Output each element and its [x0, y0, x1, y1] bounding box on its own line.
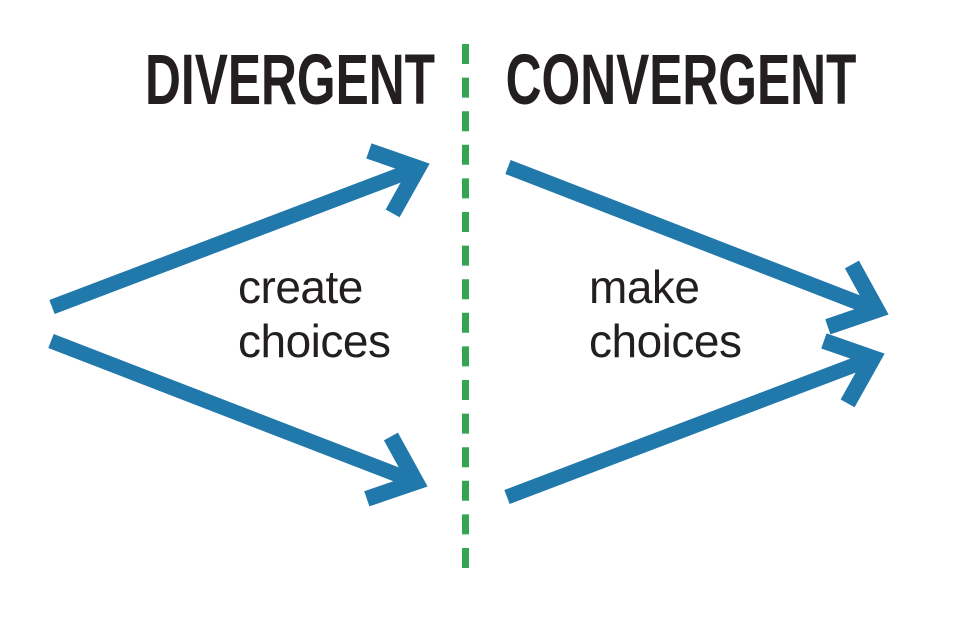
convergent-caption-line1: make [589, 261, 700, 313]
convergent-caption: make choices [589, 260, 742, 368]
divergent-caption-line1: create [238, 261, 363, 313]
divergent-top-arrowhead-icon [366, 143, 430, 218]
divergent-bottom-arrow-shaft [48, 334, 419, 489]
divergent-caption: create choices [238, 260, 391, 368]
convergent-title-text: CONVERGENT [505, 41, 857, 120]
divergent-bottom-arrow [48, 334, 428, 507]
divergent-title-text: DIVERGENT [145, 41, 435, 120]
divergent-bottom-arrowhead-icon [364, 432, 428, 507]
convergent-title: CONVERGENT [431, 45, 932, 116]
divergent-top-arrow [49, 143, 430, 315]
convergent-bottom-arrow-shaft [504, 350, 876, 505]
convergent-top-arrowhead-icon [825, 260, 889, 335]
convergent-bottom-arrowhead-icon [821, 333, 885, 408]
divergent-caption-line2: choices [238, 315, 391, 367]
convergent-bottom-arrow [504, 333, 885, 505]
convergent-caption-line2: choices [589, 315, 742, 367]
divergent-top-arrow-shaft [49, 160, 421, 315]
convergent-top-arrow [505, 160, 889, 335]
convergent-top-arrow-shaft [505, 160, 880, 317]
divergent-title: DIVERGENT [83, 45, 497, 116]
